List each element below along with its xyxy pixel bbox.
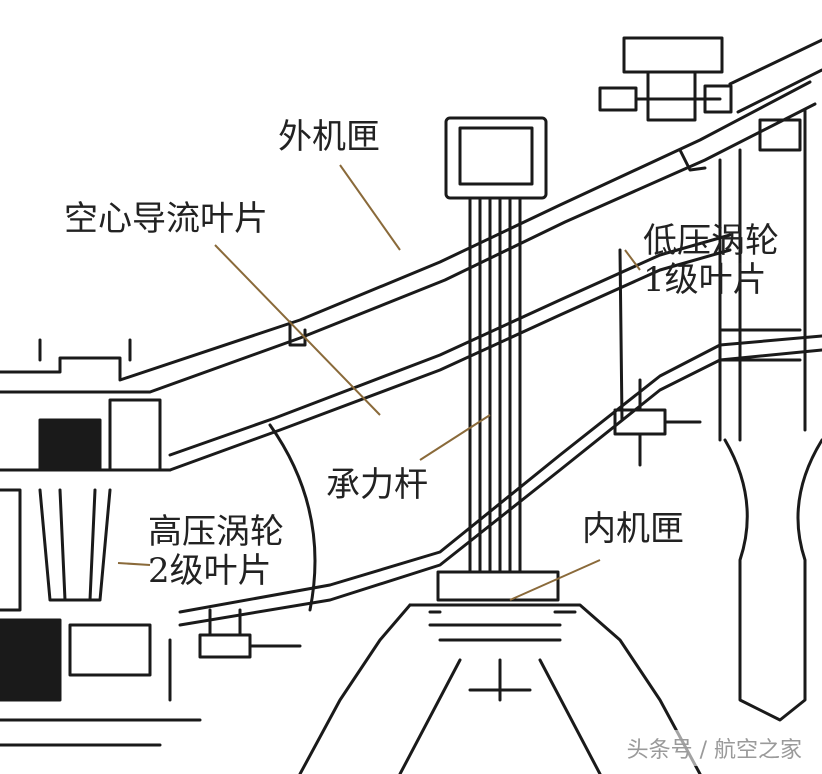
label-hpt-stage2-line1: 高压涡轮 [148,512,284,552]
lpt-inlet-line [618,248,624,422]
label-hpt-stage2: 高压涡轮 2级叶片 [148,512,284,592]
hpt-stage2-blade [38,488,112,602]
leader-lpt-stage1 [624,249,641,271]
leader-outer-casing [339,164,401,251]
label-inner-casing: 内机匣 [582,509,684,549]
label-outer-casing: 外机匣 [278,117,380,157]
leader-strut [419,414,491,461]
lower-left-disk [0,618,202,747]
label-hpt-stage2-line2: 2级叶片 [148,551,272,592]
strut-rod [436,116,560,602]
outer-casing-wall [0,80,817,394]
leader-inner-casing [509,559,601,601]
leader-hpt-stage2 [117,562,151,566]
label-hollow-vane: 空心导流叶片 [64,199,268,239]
leader-hollow-vane [214,244,381,416]
hollow-vane-arc [268,423,317,612]
left-flange-block [0,338,172,612]
label-lpt-stage1: 低压涡轮 1级叶片 [643,221,779,301]
lpt-stage1-blade [718,108,822,722]
lower-mid-bolt [198,608,302,659]
label-strut: 承力杆 [326,465,428,505]
label-lpt-stage1-line1: 低压涡轮 [643,221,779,261]
watermark-text: 头条号 / 航空之家 [620,730,808,766]
right-inner-bolt [613,378,702,467]
upper-casing-flange [598,36,822,152]
label-lpt-stage1-line2: 1级叶片 [643,260,767,301]
inner-hub [298,603,702,774]
